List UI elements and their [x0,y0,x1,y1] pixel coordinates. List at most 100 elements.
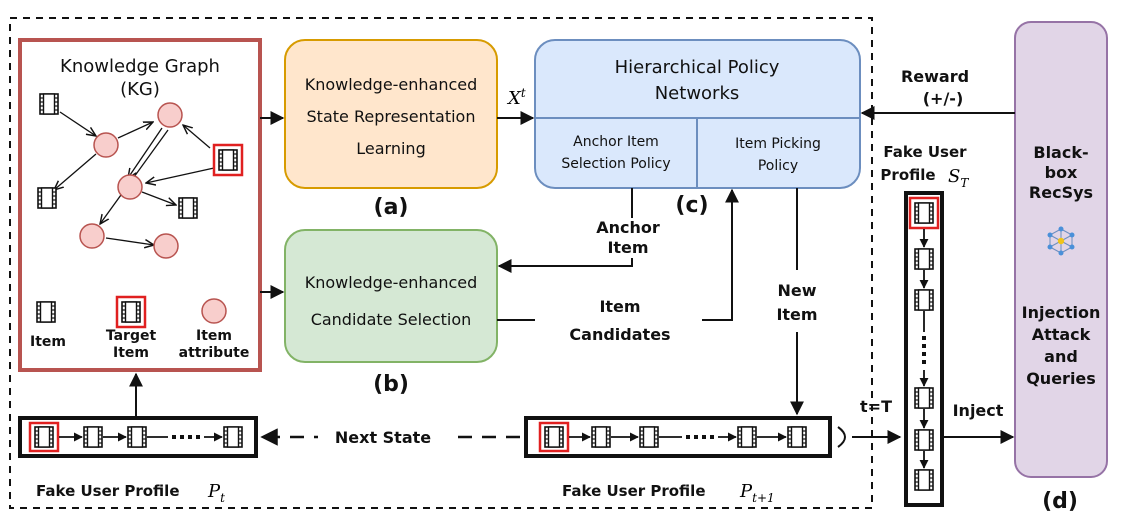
arrow-candidates-to-policy [702,188,739,321]
st-symbol: ST [948,166,969,190]
profile-st-label: Fake User [883,143,967,161]
kg-attribute-node [157,102,183,128]
legend-target-label: Target [106,328,157,344]
legend-attribute-label: Item [196,328,232,344]
legend-attribute-label: attribute [179,345,250,361]
film-icon [914,387,934,409]
picking-policy-text: Item Picking [735,136,821,152]
profile-st-label: Profile [880,166,935,184]
state-rep-text: Knowledge-enhanced [305,75,478,94]
policy-title: Hierarchical Policy [615,57,780,78]
item-candidates-label: Candidates [569,325,670,344]
pt-symbol: Pt [207,481,225,505]
recsys-text: Attack [1032,325,1091,344]
kg-edge [128,127,163,178]
film-icon [914,289,934,311]
policy-networks-box: Hierarchical Policy Networks Anchor Item… [534,39,861,189]
recsys-text: RecSys [1029,183,1093,202]
new-item-label: Item [776,305,817,324]
kg-attribute-node [117,174,143,200]
policy-title: Networks [655,83,740,104]
anchor-item-label: Item [607,238,648,257]
label-a: (a) [374,195,409,220]
film-icon [639,426,659,448]
film-icon [39,93,59,115]
film-icon [914,429,934,451]
recsys-text: Queries [1026,369,1096,388]
network-icon [1047,226,1075,256]
film-icon [737,426,757,448]
inject-label: Inject [953,401,1004,420]
anchor-label-bg [585,218,675,258]
state-vector-symbol: Xt [506,86,526,109]
kg-edge [105,237,154,245]
kg-title-abbrev: (KG) [120,79,160,100]
anchor-item-label: Anchor [596,218,660,237]
legend-target-frame [115,295,147,329]
target-item-frame [212,143,244,177]
profile-st [904,191,944,507]
t-equals-T-label: t=T [860,397,892,416]
recsys-text: Injection [1022,303,1101,322]
state-rep-text: State Representation [307,107,476,126]
film-icon [223,426,243,448]
kg-title: Knowledge Graph [60,56,220,77]
profile-pt1 [524,416,832,458]
profile-pt-label: Fake User Profile [36,482,180,500]
label-c: (c) [675,193,708,218]
legend-target-film-icon [121,301,141,323]
film-icon [34,426,54,448]
kg-attribute-node [153,233,179,259]
kg-edge [54,153,97,190]
kg-attribute-node [93,132,119,158]
film-icon [914,469,934,491]
next-state-bg [318,424,448,450]
legend-target-label: Item [113,345,149,361]
legend-film-icon [36,301,56,323]
bracket-curve [837,426,846,448]
reward-label: Reward [901,67,969,86]
picking-policy-text: Policy [758,158,798,174]
kg-edge [141,191,176,205]
film-icon [914,248,934,270]
kg-edge [146,167,215,183]
knowledge-graph-panel: Knowledge Graph (KG) Item Ta [18,38,262,372]
profile-pt [18,416,258,458]
recsys-text: box [1045,163,1078,182]
film-icon [37,187,57,209]
film-icon [127,426,147,448]
kg-edge [183,125,211,149]
state-rep-text: Learning [356,139,425,158]
anchor-policy-text: Selection Policy [561,156,670,172]
film-icon [787,426,807,448]
next-state-label: Next State [335,428,431,447]
candidate-selection-box: Knowledge-enhanced Candidate Selection [284,229,498,363]
kg-edge [59,111,96,136]
arrow-anchor-to-candidate [497,188,633,273]
kg-edge [117,122,153,139]
legend-item-label: Item [30,334,66,350]
film-icon [914,202,934,224]
recsys-box: Black- box RecSys [1014,21,1108,478]
recsys-text: and [1044,347,1078,366]
cand-sel-text: Knowledge-enhanced [305,273,478,292]
label-b: (b) [373,372,409,397]
new-item-label: New [777,281,816,300]
item-candidates-label: Item [599,297,640,316]
profile-pt1-label: Fake User Profile [562,482,706,500]
label-d: (d) [1042,489,1078,514]
target-film-icon [218,149,238,171]
legend-attribute-node [201,298,227,324]
film-icon [83,426,103,448]
reward-label: (+/-) [923,89,964,108]
film-icon [544,426,564,448]
film-icon [591,426,611,448]
kg-attribute-node [79,223,105,249]
recsys-text: Black- [1033,143,1088,162]
state-representation-box: Knowledge-enhanced State Representation … [284,39,498,189]
anchor-policy-text: Anchor Item [573,134,659,150]
film-icon [178,197,198,219]
framework-boundary [9,17,873,509]
cand-sel-text: Candidate Selection [311,310,472,329]
